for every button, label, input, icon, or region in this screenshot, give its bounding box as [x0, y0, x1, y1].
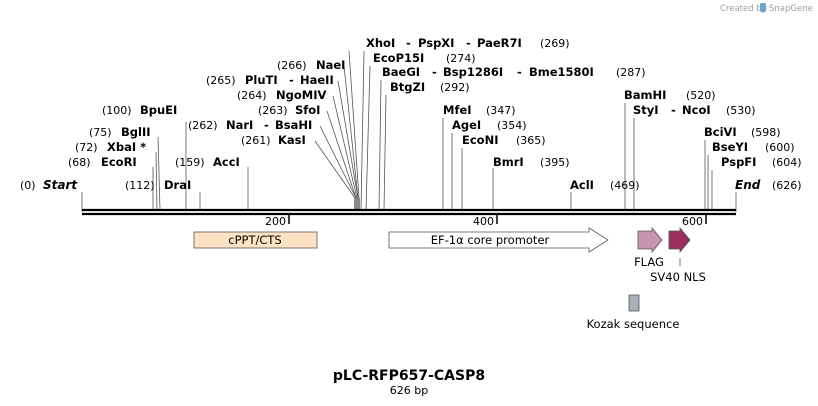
site-position: (354) — [497, 119, 527, 132]
site-name: SfoI — [295, 103, 320, 117]
site-position: (269) — [540, 37, 570, 50]
site-name: BaeGI — [382, 65, 420, 79]
site-position: (262) — [188, 119, 218, 132]
site-separator: - — [264, 118, 269, 132]
brand-label: SnapGene — [769, 4, 813, 14]
site-name: AgeI — [452, 118, 481, 132]
site-name: BciVI — [704, 125, 737, 139]
backbone — [82, 208, 736, 216]
arrow-right-icon — [668, 226, 691, 254]
feature-label: EF-1α core promoter — [431, 233, 550, 247]
feature-label: SV40 NLS — [650, 270, 706, 284]
ruler-label: 200 — [265, 215, 286, 228]
site-position: (598) — [751, 126, 781, 139]
site-position: (263) — [258, 104, 288, 117]
site-name: AclI — [570, 178, 594, 192]
site-position: (530) — [726, 104, 756, 117]
site-name: Bme1580I — [529, 65, 594, 79]
arrow-right-icon — [637, 226, 663, 254]
feature-label: FLAG — [634, 255, 664, 269]
feature-label: cPPT/CTS — [228, 233, 281, 247]
site-position: (261) — [241, 134, 271, 147]
ruler: 200 400 600 — [265, 214, 707, 228]
site-name: BsaHI — [275, 118, 312, 132]
site-name: BamHI — [624, 88, 666, 102]
site-separator: - — [466, 36, 471, 50]
site-name: MfeI — [443, 103, 472, 117]
site-name: BmrI — [493, 155, 524, 169]
site-position: (600) — [765, 141, 795, 154]
site-name: HaeII — [300, 73, 334, 87]
site-name: DraI — [164, 178, 191, 192]
site-position: (469) — [610, 179, 640, 192]
start-position: (0) — [20, 179, 36, 192]
site-name: AccI — [213, 155, 240, 169]
created-by-label: Created by — [720, 4, 767, 14]
snapgene-logo-icon — [760, 3, 766, 12]
start-label: Start — [43, 178, 78, 192]
site-position: (520) — [686, 89, 716, 102]
site-name: EcoP15I — [373, 51, 424, 65]
site-position: (265) — [206, 74, 236, 87]
map-title: pLC-RFP657-CASP8 — [333, 368, 485, 384]
feature-label: Kozak sequence — [587, 317, 680, 331]
site-position: (75) — [89, 126, 112, 139]
site-name: PspFI — [721, 155, 756, 169]
site-separator: - — [406, 36, 411, 50]
feature-cppt-cts: cPPT/CTS — [193, 231, 318, 249]
site-name: NcoI — [682, 103, 711, 117]
site-name: EcoNI — [462, 133, 498, 147]
site-position: (395) — [540, 156, 570, 169]
end-position: (626) — [772, 179, 802, 192]
site-position: (274) — [446, 52, 476, 65]
site-name: BseYI — [712, 140, 748, 154]
end-label: End — [735, 178, 761, 192]
ruler-label: 600 — [682, 215, 703, 228]
site-position: (266) — [277, 59, 307, 72]
site-name: XbaI * — [107, 140, 146, 154]
feature-flag: FLAG — [634, 226, 664, 269]
site-position: (72) — [75, 141, 98, 154]
site-name: NarI — [226, 118, 253, 132]
site-separator: - — [289, 73, 294, 87]
site-separator: - — [432, 65, 437, 79]
site-name: NaeI — [316, 58, 345, 72]
site-name: BglII — [121, 125, 151, 139]
site-position: (365) — [516, 134, 546, 147]
ruler-label: 400 — [473, 215, 494, 228]
site-position: (347) — [486, 104, 516, 117]
site-name: PluTI — [245, 73, 278, 87]
site-name: NgoMIV — [276, 88, 326, 102]
site-name: EcoRI — [101, 155, 137, 169]
feature-ef1a-core-promoter: EF-1α core promoter — [388, 227, 609, 253]
site-name: BpuEI — [140, 103, 177, 117]
feature-kozak-sequence: Kozak sequence — [587, 294, 680, 331]
site-name: XhoI — [366, 36, 395, 50]
map-length: 626 bp — [390, 384, 428, 397]
site-cluster-mark — [354, 198, 360, 210]
site-position: (264) — [237, 89, 267, 102]
site-position: (287) — [616, 66, 646, 79]
site-connectors — [81, 50, 737, 266]
site-separator: - — [671, 103, 676, 117]
site-position: (604) — [772, 156, 802, 169]
site-position: (100) — [102, 104, 132, 117]
site-name: StyI — [633, 103, 659, 117]
site-name: KasI — [278, 133, 306, 147]
site-position: (68) — [68, 156, 91, 169]
site-name: Bsp1286I — [443, 65, 503, 79]
feature-sv40-nls: SV40 NLS — [650, 226, 706, 284]
site-name: PspXI — [418, 36, 454, 50]
site-position: (292) — [440, 81, 470, 94]
site-position: (159) — [175, 156, 205, 169]
site-name: BtgZI — [390, 80, 425, 94]
site-separator: - — [517, 65, 522, 79]
site-position: (112) — [125, 179, 155, 192]
site-name: PaeR7I — [477, 36, 522, 50]
